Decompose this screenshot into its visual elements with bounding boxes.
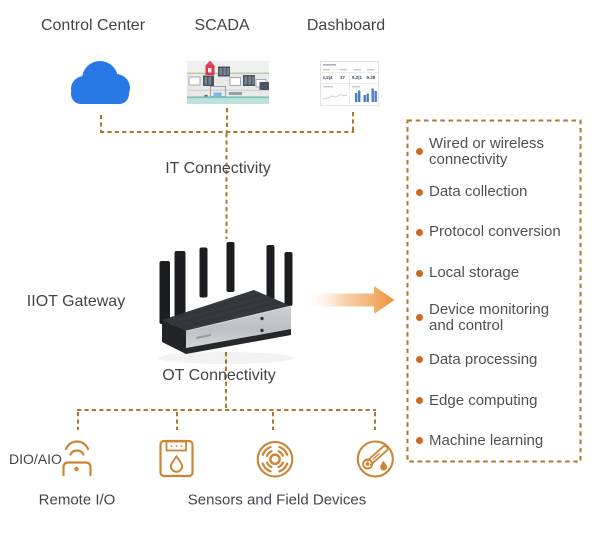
svg-text:2,2|4: 2,2|4 — [323, 75, 334, 80]
svg-text:37: 37 — [340, 75, 346, 80]
svg-text:5,2|1: 5,2|1 — [352, 75, 363, 80]
svg-text:9.28: 9.28 — [367, 75, 376, 80]
